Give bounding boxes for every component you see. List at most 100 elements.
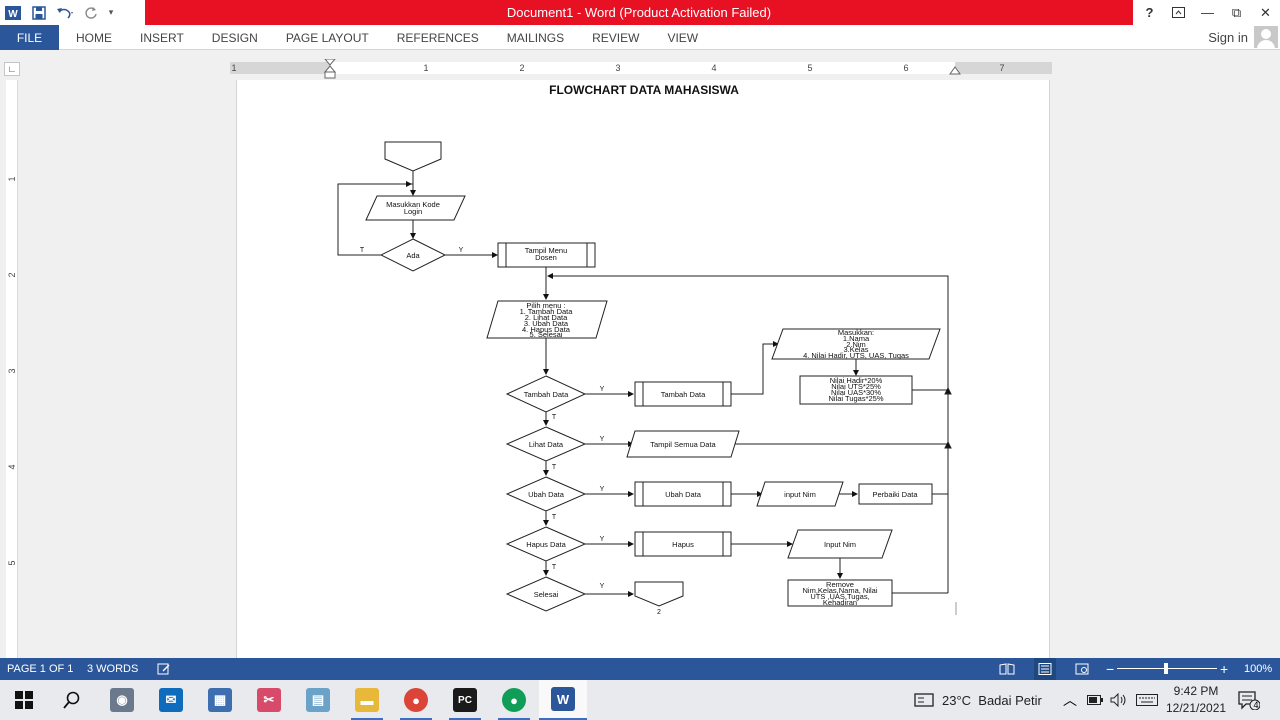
tambah-process-text: Tambah Data bbox=[661, 390, 706, 399]
search-button[interactable] bbox=[48, 680, 96, 720]
taskbar-app-chrome-profile[interactable]: ● bbox=[490, 680, 538, 720]
input-nim-2-text: Input Nim bbox=[824, 540, 856, 549]
restore-button[interactable]: ⧉ bbox=[1231, 4, 1242, 20]
nilai-line-2: Nilai UTS*25% bbox=[831, 382, 881, 391]
taskbar-app-camera[interactable]: ◉ bbox=[98, 680, 146, 720]
zoom-level[interactable]: 100% bbox=[1244, 663, 1273, 675]
taskbar-app-calculator[interactable]: ▦ bbox=[196, 680, 244, 720]
pilih-menu-shape bbox=[486, 300, 608, 339]
pilih-menu-line-2: 1. Tambah Data bbox=[520, 307, 574, 316]
yes-label: Y bbox=[600, 386, 605, 393]
window-controls: ? — ⧉ ✕ bbox=[1135, 0, 1280, 25]
page-count[interactable]: PAGE 1 OF 1 bbox=[7, 663, 74, 675]
taskbar-app-pycharm[interactable]: PC bbox=[441, 680, 489, 720]
customize-qat-icon[interactable]: ▾ bbox=[108, 7, 114, 17]
indent-marker-icon[interactable] bbox=[324, 59, 336, 79]
taskbar-app-snip[interactable]: ✂ bbox=[245, 680, 293, 720]
nilai-line-3: Nilai UAS*30% bbox=[831, 388, 881, 397]
battery-icon[interactable] bbox=[1087, 680, 1103, 720]
redo-icon[interactable] bbox=[78, 0, 104, 25]
no-label: T bbox=[552, 564, 557, 571]
zoom-out-button[interactable]: − bbox=[1106, 661, 1115, 677]
save-icon[interactable] bbox=[26, 0, 52, 25]
camera-icon: ◉ bbox=[110, 688, 134, 712]
taskbar-app-explorer[interactable]: ▬ bbox=[343, 680, 391, 720]
search-icon bbox=[63, 691, 80, 709]
ribbon-tab-list: HOME INSERT DESIGN PAGE LAYOUT REFERENCE… bbox=[62, 25, 712, 50]
tab-review[interactable]: REVIEW bbox=[592, 30, 640, 45]
end-connector bbox=[634, 581, 684, 607]
pilih-menu-line-5: 4. Hapus Data bbox=[522, 325, 571, 334]
flowchart-labels: Masukkan Kode Login Ada T Y Tampil Menu … bbox=[360, 200, 918, 616]
taskbar-app-notepad[interactable]: ▤ bbox=[294, 680, 342, 720]
help-button[interactable]: ? bbox=[1145, 5, 1154, 20]
ribbon-display-options-icon[interactable] bbox=[1164, 0, 1193, 25]
tampil-semua-shape bbox=[626, 430, 740, 458]
nilai-process-shape bbox=[799, 375, 913, 405]
clock[interactable]: 9:42 PM 12/21/2021 bbox=[1166, 683, 1226, 717]
print-layout-icon[interactable] bbox=[1034, 658, 1056, 680]
input-nim-1-text: input Nim bbox=[784, 490, 816, 499]
zoom-in-button[interactable]: + bbox=[1220, 661, 1229, 677]
masukkan-input-shape bbox=[771, 328, 941, 360]
tab-file[interactable]: FILE bbox=[0, 25, 59, 50]
vertical-ruler[interactable]: 1 2 3 4 5 bbox=[6, 80, 18, 658]
offpage-number: 2 bbox=[657, 609, 661, 616]
tab-insert[interactable]: INSERT bbox=[140, 30, 184, 45]
start-button[interactable] bbox=[0, 680, 48, 720]
hapus-process-shape bbox=[634, 531, 732, 557]
pycharm-icon: PC bbox=[453, 688, 477, 712]
title-bar: W ▾ Document1 - Word (Product Activation… bbox=[0, 0, 1280, 25]
yes-label: Y bbox=[600, 536, 605, 543]
volume-icon[interactable] bbox=[1110, 680, 1128, 720]
taskbar-app-mail[interactable]: ✉ bbox=[147, 680, 195, 720]
flowchart: Masukkan Kode Login Ada T Y Tampil Menu … bbox=[337, 141, 957, 616]
tambah-process-shape bbox=[634, 381, 732, 407]
tab-page-layout[interactable]: PAGE LAYOUT bbox=[285, 30, 369, 45]
word-count[interactable]: 3 WORDS bbox=[87, 663, 139, 675]
horizontal-ruler[interactable]: 1 1 2 3 4 5 6 7 bbox=[230, 59, 1052, 79]
clock-time: 9:42 PM bbox=[1173, 684, 1219, 698]
ruler-number: 6 bbox=[903, 63, 909, 73]
ubah-process-shape bbox=[634, 481, 732, 507]
notification-count: 4 bbox=[1253, 700, 1259, 710]
tab-mailings[interactable]: MAILINGS bbox=[506, 30, 565, 45]
weather-widget[interactable]: 23°C Badai Petir bbox=[914, 680, 1042, 720]
tab-references[interactable]: REFERENCES bbox=[396, 30, 479, 45]
ruler-number: 1 bbox=[7, 176, 17, 182]
pilih-menu-line-6: 5. Selesai bbox=[530, 330, 563, 339]
masukkan-line-5: 4. Nilai Hadir, UTS, UAS, Tugas bbox=[803, 351, 909, 360]
no-label: T bbox=[552, 464, 557, 471]
menu-dosen-text-1: Tampil Menu bbox=[525, 246, 568, 255]
sign-in-link[interactable]: Sign in bbox=[1208, 30, 1248, 45]
ruler-number: 5 bbox=[7, 560, 17, 566]
tray-chevron-icon[interactable]: ︿ bbox=[1063, 692, 1077, 708]
weather-icon bbox=[914, 693, 934, 707]
tab-view[interactable]: VIEW bbox=[667, 30, 699, 45]
input-nim-2-shape bbox=[787, 529, 893, 559]
document-page[interactable]: FLOWCHART DATA MAHASISWA bbox=[236, 80, 1050, 658]
svg-text:W: W bbox=[8, 9, 18, 20]
chrome-profile-icon: ● bbox=[502, 688, 526, 712]
read-mode-icon[interactable] bbox=[999, 658, 1015, 680]
tab-design[interactable]: DESIGN bbox=[211, 30, 258, 45]
login-input-shape bbox=[365, 195, 466, 221]
tab-stop-selector[interactable]: ∟ bbox=[4, 62, 20, 76]
tab-home[interactable]: HOME bbox=[76, 30, 112, 45]
web-layout-icon[interactable] bbox=[1075, 658, 1089, 680]
ada-text: Ada bbox=[406, 251, 420, 260]
close-button[interactable]: ✕ bbox=[1260, 4, 1271, 20]
notification-center-icon[interactable]: 4 bbox=[1238, 680, 1260, 720]
avatar[interactable] bbox=[1254, 26, 1278, 48]
no-label: T bbox=[552, 514, 557, 521]
right-indent-marker-icon[interactable] bbox=[949, 65, 961, 75]
selesai-decision-shape bbox=[505, 576, 587, 612]
notepad-icon: ▤ bbox=[306, 688, 330, 712]
zoom-slider-thumb[interactable] bbox=[1164, 663, 1168, 674]
taskbar-app-chrome[interactable]: ● bbox=[392, 680, 440, 720]
keyboard-icon[interactable] bbox=[1136, 680, 1158, 720]
minimize-button[interactable]: — bbox=[1201, 5, 1214, 20]
taskbar-app-word[interactable]: W bbox=[539, 680, 587, 720]
proofing-icon[interactable] bbox=[157, 658, 171, 680]
undo-icon[interactable] bbox=[52, 0, 78, 25]
